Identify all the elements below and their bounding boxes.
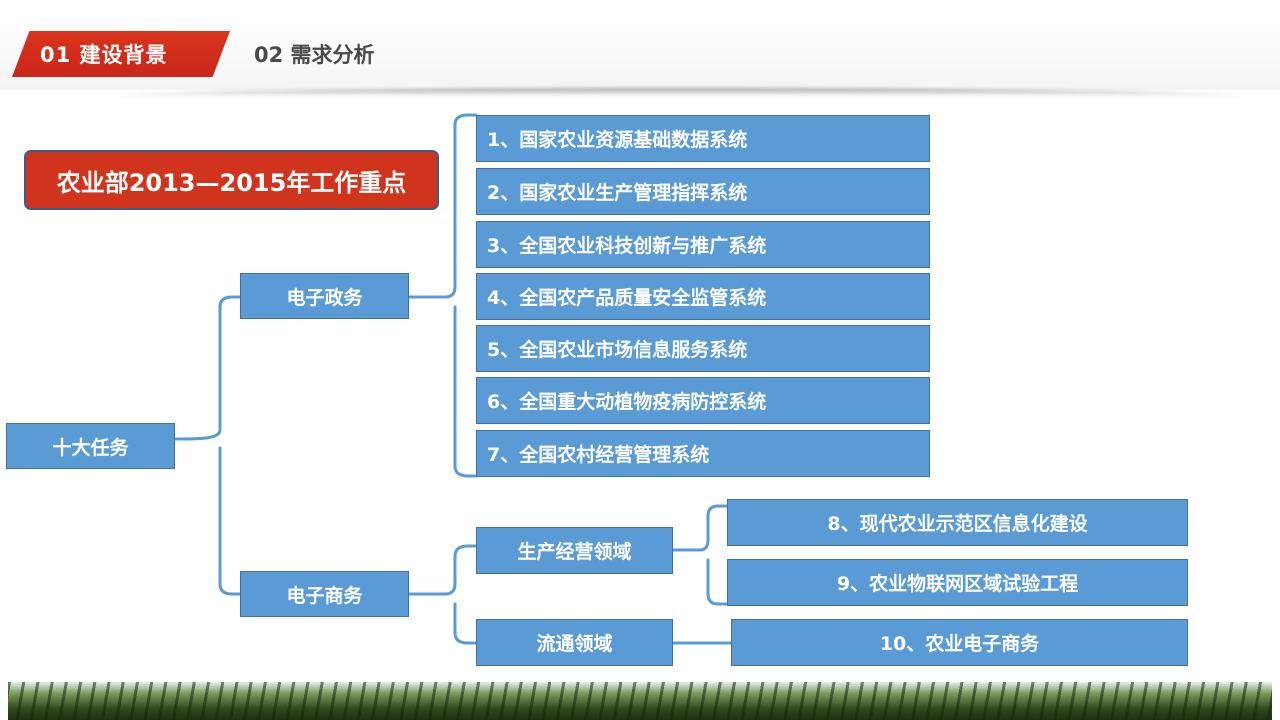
node-ecom: 电子商务 xyxy=(240,571,409,617)
egov-item: 1、国家农业资源基础数据系统 xyxy=(476,115,930,162)
production-item: 8、现代农业示范区信息化建设 xyxy=(727,499,1188,546)
node-egov: 电子政务 xyxy=(240,273,409,319)
egov-item: 2、国家农业生产管理指挥系统 xyxy=(476,168,930,215)
connector-root xyxy=(174,295,242,596)
production-item: 9、农业物联网区域试验工程 xyxy=(727,559,1188,606)
tab-requirements-analysis[interactable]: 02 需求分析 xyxy=(254,43,375,67)
node-production: 生产经营领域 xyxy=(476,527,673,574)
header-divider xyxy=(80,88,1280,98)
connector-egov xyxy=(407,113,478,478)
tab-construction-background[interactable]: 01 建设背景 xyxy=(12,31,230,77)
slide-title: 农业部2013—2015年工作重点 xyxy=(24,150,439,210)
egov-item: 3、全国农业科技创新与推广系统 xyxy=(476,221,930,268)
egov-item: 4、全国农产品质量安全监管系统 xyxy=(476,273,930,320)
egov-item: 5、全国农业市场信息服务系统 xyxy=(476,325,930,372)
node-circulation: 流通领域 xyxy=(476,619,673,666)
root-node: 十大任务 xyxy=(6,423,175,469)
egov-item: 6、全国重大动植物疫病防控系统 xyxy=(476,377,930,424)
connector-production xyxy=(671,504,729,606)
egov-item: 7、全国农村经营管理系统 xyxy=(476,430,930,477)
circulation-item: 10、农业电子商务 xyxy=(731,619,1188,666)
farmland-footer-image xyxy=(8,682,1272,720)
connector-ecom xyxy=(407,544,478,645)
